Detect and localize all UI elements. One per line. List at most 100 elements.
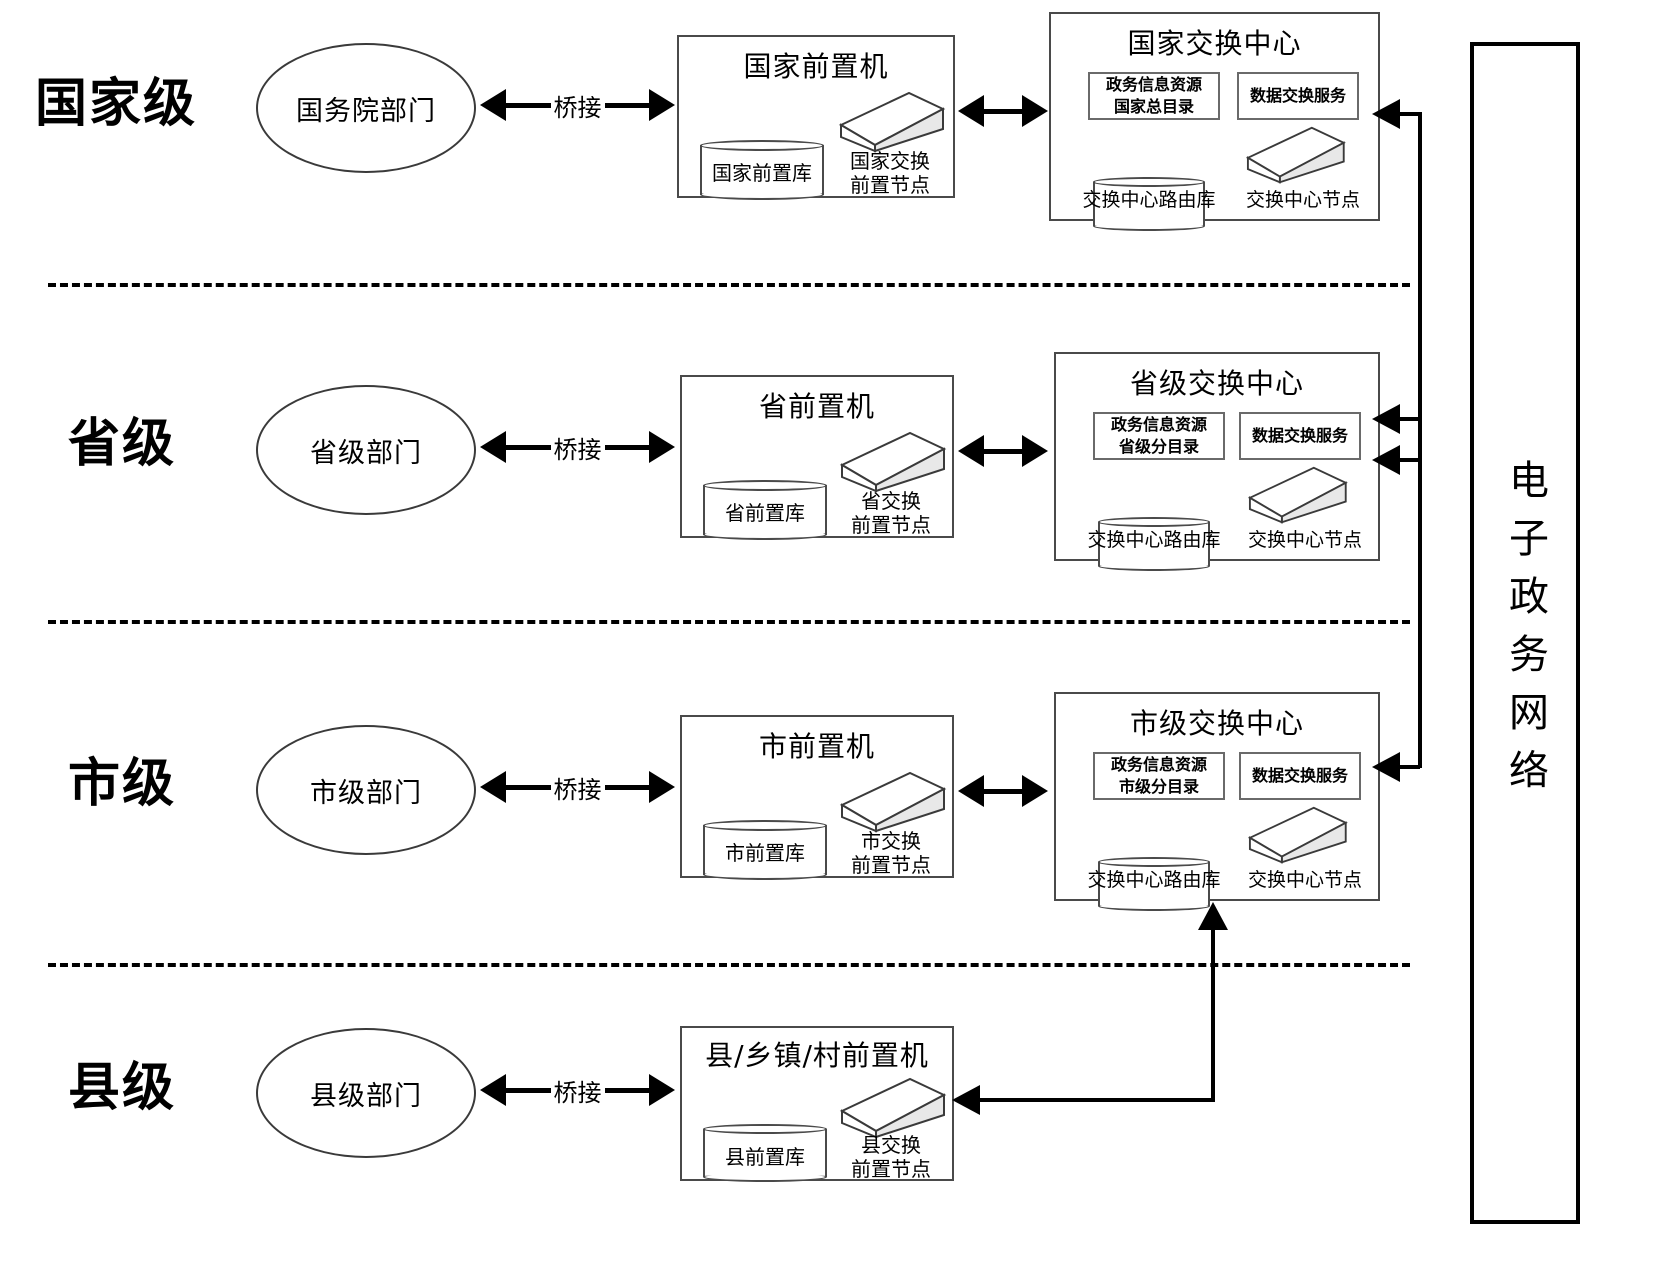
exchange-service-box-national[interactable]: 数据交换服务 [1237, 72, 1359, 120]
frontend-title-national: 国家前置机 [743, 50, 889, 83]
catalog-line2: 国家总目录 [1113, 97, 1194, 116]
route-database-cylinder-icon [1098, 857, 1210, 911]
arrow-head-left-icon [952, 1085, 980, 1115]
arrow-head-left-icon [480, 89, 506, 121]
bridge-line [603, 444, 650, 450]
egov-network-box[interactable]: 电子政务网络 [1470, 42, 1580, 1224]
bridge-connector-municipal: 桥接 [480, 769, 675, 805]
network-trunk-upper [1418, 112, 1422, 470]
arrow-head-left-icon [958, 775, 984, 807]
arrow-head-left-icon [1372, 99, 1400, 129]
frontend-title-county: 县/乡镇/村前置机 [705, 1039, 929, 1072]
arrow-head-left-icon [1372, 445, 1400, 475]
connector-line [983, 788, 1023, 794]
database-cylinder-icon [703, 1124, 827, 1182]
department-ellipse-provincial[interactable]: 省级部门 [256, 385, 476, 515]
frontend-db-caption-national: 国家前置库 [712, 161, 812, 185]
center-node-caption-municipal: 交换中心节点 [1247, 869, 1362, 891]
network-trunk-lower [1418, 458, 1422, 768]
frontend-node-caption-provincial: 省交换 前置节点 [830, 489, 952, 537]
bridge-connector-national: 桥接 [480, 87, 675, 123]
node-caption-line2: 前置节点 [851, 513, 931, 537]
department-ellipse-municipal[interactable]: 市级部门 [256, 725, 476, 855]
catalog-box-municipal[interactable]: 政务信息资源 市级分目录 [1093, 752, 1225, 800]
bridge-line [603, 102, 650, 108]
bridge-line [505, 1087, 552, 1093]
arrow-head-right-icon [649, 431, 675, 463]
node-caption-line1: 县交换 [861, 1133, 921, 1157]
network-branch-provincial-lower [1398, 458, 1420, 462]
exchange-service-label: 数据交换服务 [1251, 426, 1348, 446]
exchange-node-slab-icon [839, 431, 947, 493]
exchange-service-box-municipal[interactable]: 数据交换服务 [1239, 752, 1361, 800]
exchange-service-label: 数据交换服务 [1249, 86, 1346, 106]
bridge-line [505, 102, 552, 108]
frontend-db-caption-provincial: 省前置库 [725, 501, 805, 525]
bridge-connector-provincial: 桥接 [480, 429, 675, 465]
exchange-service-label: 数据交换服务 [1251, 766, 1348, 786]
arrow-head-right-icon [649, 89, 675, 121]
node-caption-line1: 省交换 [861, 489, 921, 513]
database-cylinder-icon [703, 820, 827, 880]
network-branch-national [1398, 112, 1420, 116]
bridge-label-county: 桥接 [550, 1072, 605, 1108]
bridge-line [505, 444, 552, 450]
tier-label-provincial: 省级 [68, 414, 177, 474]
tier-label-municipal: 市级 [68, 754, 177, 814]
connector-frontend-center-municipal [958, 773, 1048, 809]
center-node-caption-provincial: 交换中心节点 [1247, 529, 1362, 551]
frontend-box-county[interactable]: 县/乡镇/村前置机 县前置库 县交换 前置节点 [680, 1026, 954, 1182]
department-label-provincial: 省级部门 [310, 437, 422, 469]
frontend-box-national[interactable]: 国家前置机 国家前置库 国家交换 前置节点 [677, 35, 955, 200]
route-db-caption-municipal: 交换中心路由库 [1087, 869, 1221, 891]
frontend-db-caption-county: 县前置库 [725, 1145, 805, 1169]
frontend-box-municipal[interactable]: 市前置机 市前置库 市交换 前置节点 [680, 715, 954, 880]
egov-network-label: 电子政务网络 [1502, 459, 1548, 807]
arrow-head-right-icon [649, 771, 675, 803]
arrow-head-right-icon [1022, 775, 1048, 807]
department-ellipse-county[interactable]: 县级部门 [256, 1028, 476, 1158]
frontend-title-provincial: 省前置机 [758, 390, 875, 423]
frontend-db-caption-municipal: 市前置库 [725, 841, 805, 865]
department-label-national: 国务院部门 [296, 95, 436, 127]
route-db-caption-national: 交换中心路由库 [1082, 189, 1216, 211]
bridge-label-municipal: 桥接 [550, 769, 605, 805]
catalog-box-provincial[interactable]: 政务信息资源 省级分目录 [1093, 412, 1225, 460]
exchange-center-box-national[interactable]: 国家交换中心 政务信息资源 国家总目录 数据交换服务 交换中心路由库 交换中心节… [1049, 12, 1380, 231]
frontend-title-municipal: 市前置机 [758, 730, 875, 763]
node-caption-line1: 市交换 [861, 829, 921, 853]
exchange-center-box-municipal[interactable]: 市级交换中心 政务信息资源 市级分目录 数据交换服务 交换中心路由库 交换中心节… [1054, 692, 1380, 911]
arrow-head-right-icon [649, 1074, 675, 1106]
exchange-center-title-national: 国家交换中心 [1127, 27, 1302, 60]
frontend-box-provincial[interactable]: 省前置机 省前置库 省交换 前置节点 [680, 375, 954, 540]
exchange-service-box-provincial[interactable]: 数据交换服务 [1239, 412, 1361, 460]
center-node-caption-national: 交换中心节点 [1245, 189, 1360, 211]
exchange-node-slab-icon [839, 1077, 947, 1139]
bridge-line [505, 784, 552, 790]
connector-frontend-center-provincial [958, 433, 1048, 469]
arrow-head-right-icon [1022, 95, 1048, 127]
route-database-cylinder-icon [1093, 177, 1205, 231]
exchange-node-slab-icon [838, 91, 946, 153]
route-db-caption-provincial: 交换中心路由库 [1087, 529, 1221, 551]
catalog-line2: 市级分目录 [1118, 777, 1199, 796]
county-to-municipal-vertical [1211, 930, 1215, 1102]
catalog-box-national[interactable]: 政务信息资源 国家总目录 [1088, 72, 1220, 120]
database-cylinder-icon [703, 480, 827, 540]
connector-line [983, 448, 1023, 454]
arrow-head-left-icon [480, 431, 506, 463]
tier-label-county: 县级 [68, 1058, 177, 1118]
frontend-node-caption-municipal: 市交换 前置节点 [830, 829, 952, 877]
exchange-center-box-provincial[interactable]: 省级交换中心 政务信息资源 省级分目录 数据交换服务 交换中心路由库 交换中心节… [1054, 352, 1380, 571]
department-ellipse-national[interactable]: 国务院部门 [256, 43, 476, 173]
connector-frontend-center-national [958, 93, 1048, 129]
department-label-municipal: 市级部门 [310, 777, 422, 809]
arrow-head-right-icon [1022, 435, 1048, 467]
arrow-head-left-icon [480, 771, 506, 803]
catalog-line1: 政务信息资源 [1110, 755, 1207, 775]
network-branch-municipal [1398, 765, 1420, 769]
network-branch-provincial [1398, 417, 1420, 421]
exchange-center-title-provincial: 省级交换中心 [1129, 367, 1304, 400]
center-node-slab-icon [1247, 806, 1348, 864]
